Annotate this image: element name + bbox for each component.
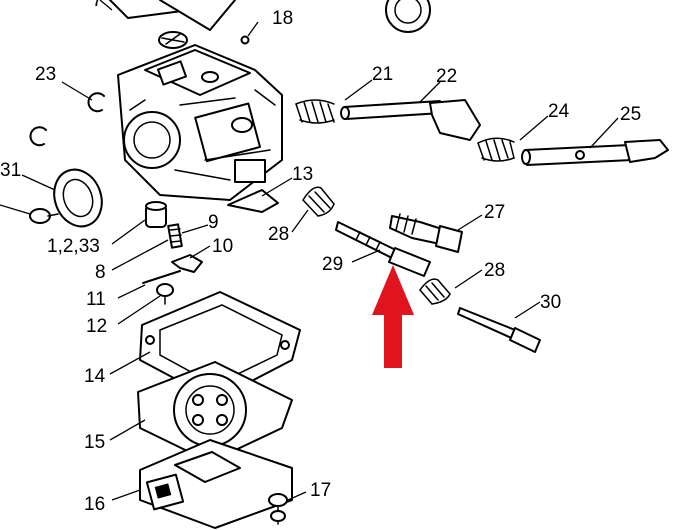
callout-8: 8 (95, 262, 106, 283)
part-1-2-33-plug (145, 201, 167, 228)
callout-7-fragment: 7 (92, 0, 103, 11)
part-11-pin (142, 270, 181, 284)
callout-11: 11 (86, 289, 106, 310)
callout-12: 12 (86, 316, 107, 337)
callout-9: 9 (208, 212, 219, 233)
callout-labels: 7 18 21 22 23 24 25 31 13 9 1,2,33 10 27… (0, 0, 641, 515)
callout-24: 24 (548, 101, 570, 122)
top-gasket-part (109, 0, 236, 31)
part-9-valve (167, 223, 183, 249)
callout-28-lower: 28 (484, 260, 505, 281)
part-16-cover (139, 439, 293, 529)
part-13-plate (227, 189, 279, 213)
part-12-screw (156, 283, 174, 305)
callout-27: 27 (484, 202, 505, 223)
part-clip-left (29, 126, 47, 147)
callout-13: 13 (292, 164, 313, 185)
callout-17: 17 (310, 480, 331, 501)
part-23-clip (87, 92, 105, 113)
part-21-22-throttle-shaft (340, 99, 481, 141)
part-15-diaphragm (137, 361, 293, 463)
callout-29: 29 (322, 254, 343, 275)
callout-18: 18 (272, 8, 293, 29)
part-31-disc (53, 168, 103, 228)
part-10-lever (171, 254, 203, 273)
callout-30: 30 (540, 292, 561, 313)
part-spring-left (295, 99, 335, 124)
part-28-spring-upper (302, 186, 335, 217)
callout-28-upper: 28 (268, 224, 289, 245)
part-24-spring (477, 137, 515, 162)
leader-lines (0, 0, 619, 501)
callout-21: 21 (372, 64, 393, 85)
part-28-spring-lower (419, 278, 451, 305)
red-up-arrow-icon (372, 265, 414, 368)
part-29-needle (335, 221, 431, 277)
callout-22: 22 (436, 66, 457, 87)
part-14-gasket (139, 291, 301, 401)
top-disc-part (385, 0, 431, 33)
part-7-nut (158, 31, 188, 49)
callout-1-2-33: 1,2,33 (47, 236, 100, 257)
callout-25: 25 (620, 104, 641, 125)
part-30-needle (457, 307, 541, 353)
callout-14: 14 (84, 366, 106, 387)
part-small-screw-left (29, 208, 59, 224)
part-27-needle (389, 213, 463, 253)
callout-10: 10 (212, 236, 233, 257)
callout-16: 16 (84, 494, 105, 515)
callout-31: 31 (0, 160, 21, 181)
callout-15: 15 (84, 432, 105, 453)
carburetor-body-icon (117, 44, 283, 201)
callout-23: 23 (35, 64, 56, 85)
part-17-screw (268, 493, 288, 525)
part-25-choke-shaft (521, 139, 669, 166)
part-18-ball (240, 35, 250, 45)
